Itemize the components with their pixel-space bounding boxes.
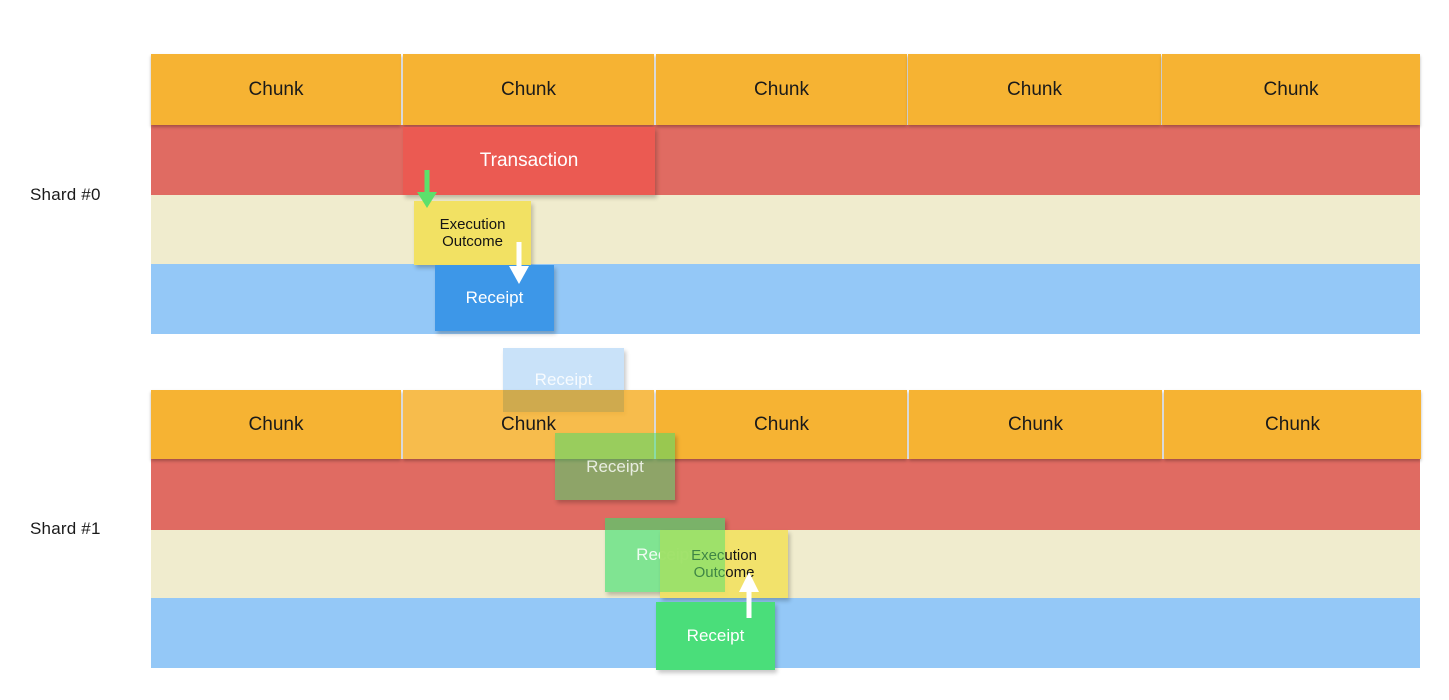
shard0-transaction-label: Transaction [479,150,579,172]
shard1-outgoing-receipt-box[interactable]: Receipt [656,602,775,670]
shard0-chunk-4[interactable]: Chunk [1162,54,1420,125]
shard-label-0: Shard #0 [30,185,101,204]
shard0-chunk-4-label: Chunk [1263,78,1319,100]
shard1-transaction-band [151,459,1420,530]
shard0-chunk-1[interactable]: Chunk [403,54,654,125]
shard1-chunk-4[interactable]: Chunk [1164,390,1421,459]
shard1-chunk-1-label: Chunk [501,413,556,435]
shard0-execution-outcome-line1: Execution [439,215,506,233]
shard0-execution-outcome-box[interactable]: Execution Outcome [414,201,531,265]
shard0-chunk-3[interactable]: Chunk [908,54,1161,125]
shard1-incoming-receipt-ghost-2[interactable]: Receipt [555,433,675,500]
shard0-chunk-3-label: Chunk [1007,78,1062,100]
shard-label-1: Shard #1 [30,519,101,538]
shard0-chunk-2[interactable]: Chunk [656,54,907,125]
shard0-outcome-band [151,195,1420,264]
shard1-incoming-receipt-ghost-2-label: Receipt [586,456,644,476]
shard0-chunk-2-label: Chunk [754,78,809,100]
shard1-chunk-2-label: Chunk [754,413,809,435]
shard1-outgoing-receipt-label: Receipt [686,626,745,646]
shard0-chunk-0-label: Chunk [248,78,304,100]
shard0-execution-outcome-line2: Outcome [442,233,503,250]
shard1-chunk-2[interactable]: Chunk [656,390,907,459]
shard0-receipt-label: Receipt [465,288,524,308]
shard0-chunk-1-label: Chunk [501,78,556,100]
shard0-receipt-band [151,264,1420,334]
shard1-ghost-overlap-1 [503,390,624,412]
shard0-receipt-box[interactable]: Receipt [435,265,554,331]
shard1-chunk-0[interactable]: Chunk [151,390,401,459]
shard0-transaction-box[interactable]: Transaction [403,127,655,195]
shard1-receipt-band [151,598,1420,668]
shard1-chunk-3-label: Chunk [1008,413,1063,435]
shard0-chunk-0[interactable]: Chunk [151,54,401,125]
shard1-chunk-0-label: Chunk [248,413,304,435]
shard1-chunk-3[interactable]: Chunk [909,390,1162,459]
shard0-transaction-band [151,125,1420,195]
shard1-ghost-overlap-3 [660,530,725,592]
shard1-chunk-4-label: Chunk [1265,413,1320,435]
shard1-incoming-receipt-ghost-1-label: Receipt [534,370,593,389]
